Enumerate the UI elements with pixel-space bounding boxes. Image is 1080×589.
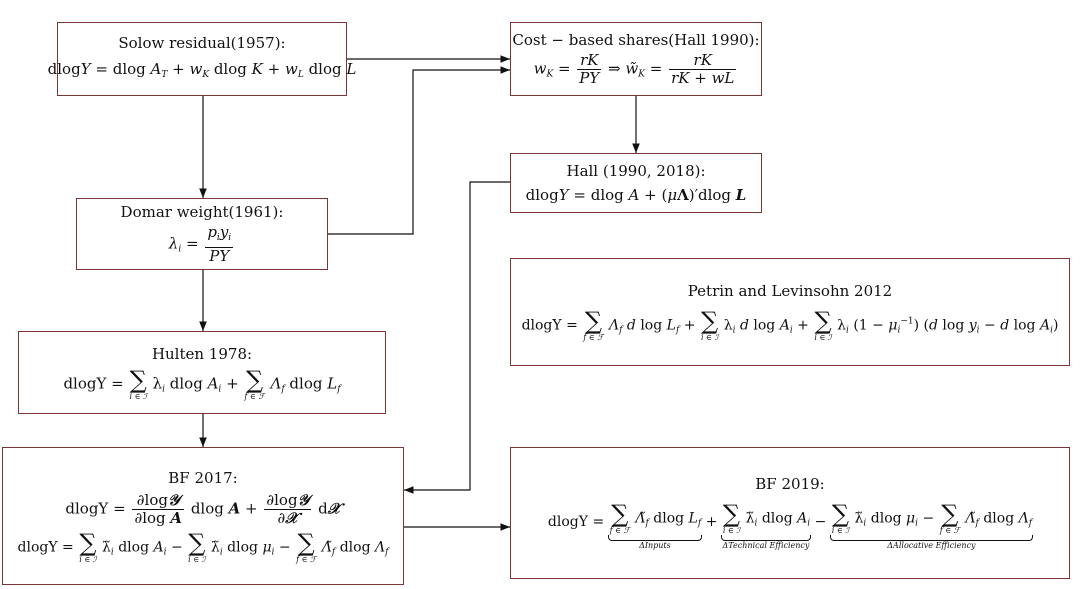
bf2019-equation: dlogY = ∑f ∈ ℱ Λ̃f dlog Lf ΔInputs + ∑i … (547, 500, 1034, 550)
domar-title: Domar weight(1961): (120, 203, 284, 221)
hulten-title: Hulten 1978: (151, 344, 253, 363)
edge-hall-to-bf2017 (404, 181, 510, 494)
edge-domar-to-cost (328, 66, 510, 235)
hall-equation: dlogY = dlog A + (μΛ)′dlog L (525, 185, 747, 204)
hall-title: Hall (1990, 2018): (566, 161, 706, 180)
bf2017-equation-1: dlogY = ∂log𝒴∂log A dlog A + ∂log𝒴∂𝒳 d𝒳 (65, 490, 341, 527)
bf2017-title: BF 2017: (168, 468, 238, 487)
brace-inputs: ∑f ∈ ℱ Λ̃f dlog Lf ΔInputs (607, 500, 703, 550)
bf2017-box: BF 2017: dlogY = ∂log𝒴∂log A dlog A + ∂l… (2, 447, 404, 585)
brace-technical-efficiency: ∑i ∈ ℐ λ̃i dlog Ai ΔTechnical Efficiency (720, 500, 812, 550)
solow-equation: dlogY = dlog AT + wK dlog K + wL dlog L (47, 59, 357, 80)
hall-box: Hall (1990, 2018): dlogY = dlog A + (μΛ)… (510, 153, 762, 213)
petrin-levinsohn-equation: dlogY = ∑f ∈ ℱ Λf d log Lf + ∑i ∈ ℐ λi d… (521, 307, 1059, 342)
brace-label-technical-efficiency: ΔTechnical Efficiency (722, 541, 810, 550)
bf2019-box: BF 2019: dlogY = ∑f ∈ ℱ Λ̃f dlog Lf ΔInp… (510, 447, 1070, 579)
bf2019-title: BF 2019: (755, 475, 825, 493)
brace-label-allocative-efficiency: ΔAllocative Efficiency (887, 541, 976, 550)
bf2017-equation-2: dlogY = ∑i ∈ ℐ λ̃i dlog Ai − ∑i ∈ ℐ λ̃i … (17, 528, 389, 564)
cost-shares-title: Cost − based shares(Hall 1990): (512, 31, 760, 49)
solow-box: Solow residual(1957): dlogY = dlog AT + … (48, 22, 356, 96)
solow-title: Solow residual(1957): (118, 33, 286, 52)
hulten-box: Hulten 1978: dlogY = ∑i ∈ ℐ λi dlog Ai +… (18, 331, 386, 414)
petrin-levinsohn-title: Petrin and Levinsohn 2012 (687, 282, 893, 300)
brace-allocative-efficiency: ∑i ∈ ℐ λ̃i dlog μi − ∑f ∈ ℱ Λ̃f dlog Λf … (829, 500, 1034, 550)
hulten-equation: dlogY = ∑i ∈ ℐ λi dlog Ai + ∑f ∈ ℱ Λf dl… (63, 365, 341, 401)
petrin-levinsohn-box: Petrin and Levinsohn 2012 dlogY = ∑f ∈ ℱ… (510, 258, 1070, 366)
brace-label-inputs: ΔInputs (639, 541, 671, 550)
